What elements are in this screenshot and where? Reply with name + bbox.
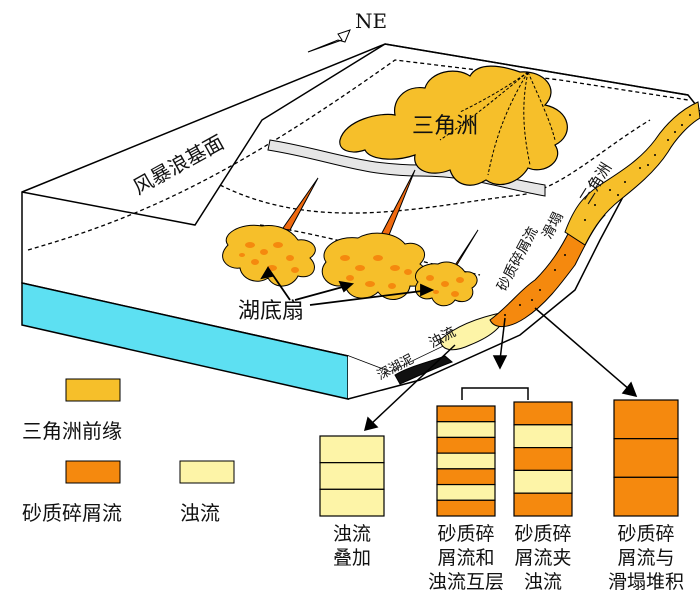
column-layer-turbidite (436, 452, 496, 470)
compass-label: NE (355, 9, 387, 33)
column-layer-sandy_debris (513, 492, 573, 517)
column-layer-sandy_debris (513, 447, 573, 472)
column-caption-line: 滑塌堆积 (608, 571, 684, 593)
legend: 三角洲前缘 砂质碎屑流 浊流 (22, 378, 235, 525)
shelf-edge-band (267, 139, 546, 197)
column-layer-sandy_debris (513, 401, 573, 426)
column-layer-sandy_debris (436, 468, 496, 486)
column-layer-sandy_debris (436, 405, 496, 423)
column-layer-turbidite (319, 488, 385, 517)
slump-dots (504, 114, 691, 316)
column-layer-sandy_debris (613, 399, 679, 440)
column-caption-line: 叠加 (333, 547, 371, 569)
column-layer-sandy_debris (436, 499, 496, 517)
column-layer-turbidite (319, 435, 385, 464)
column-caption-line: 浊流 (524, 571, 562, 593)
column-layer-turbidite (513, 469, 573, 494)
legend-swatch-delta-front (65, 378, 121, 402)
slump-deposit (564, 101, 700, 246)
column-caption-line: 浊流 (333, 523, 371, 545)
column-caption-line: 屑流与 (617, 547, 674, 569)
legend-label-turbidite: 浊流 (180, 501, 220, 525)
column-caption-line: 砂质碎 (514, 523, 571, 545)
column-caption-line: 砂质碎 (437, 523, 494, 545)
delta-distributaries (439, 71, 556, 176)
legend-swatch-turbidite (179, 460, 235, 484)
column-caption-line: 砂质碎 (617, 523, 674, 545)
column-layer-turbidite (436, 421, 496, 439)
column-layer-turbidite (436, 483, 496, 501)
column-layer-sandy_debris (613, 438, 679, 478)
delta-label: 三角洲 (412, 114, 478, 139)
column-layer-sandy_debris (613, 476, 679, 517)
lake-fan-label: 湖底扇 (238, 299, 304, 324)
delta-lobe (339, 65, 568, 186)
lake-fan-right (414, 229, 479, 307)
column-layer-sandy_debris (436, 436, 496, 454)
lake-fan-left (222, 177, 319, 287)
slope-break-line (21, 43, 386, 226)
ne-compass-arrow (307, 29, 351, 53)
deep-lake-mud (394, 355, 453, 385)
column-arrows (363, 307, 638, 432)
column-caption-line: 屑流夹 (514, 547, 571, 569)
column-caption-line: 浊流互层 (428, 571, 504, 593)
legend-label-sandy-debris: 砂质碎屑流 (22, 501, 122, 525)
legend-label-delta-front: 三角洲前缘 (22, 419, 122, 443)
column-bracket (461, 387, 529, 400)
column-caption-line: 屑流和 (437, 547, 494, 569)
column-layer-turbidite (319, 462, 385, 490)
legend-swatch-sandy-debris (65, 460, 121, 484)
fan-arrows (260, 266, 435, 306)
block-front-face (348, 108, 700, 399)
column-layer-turbidite (513, 424, 573, 449)
